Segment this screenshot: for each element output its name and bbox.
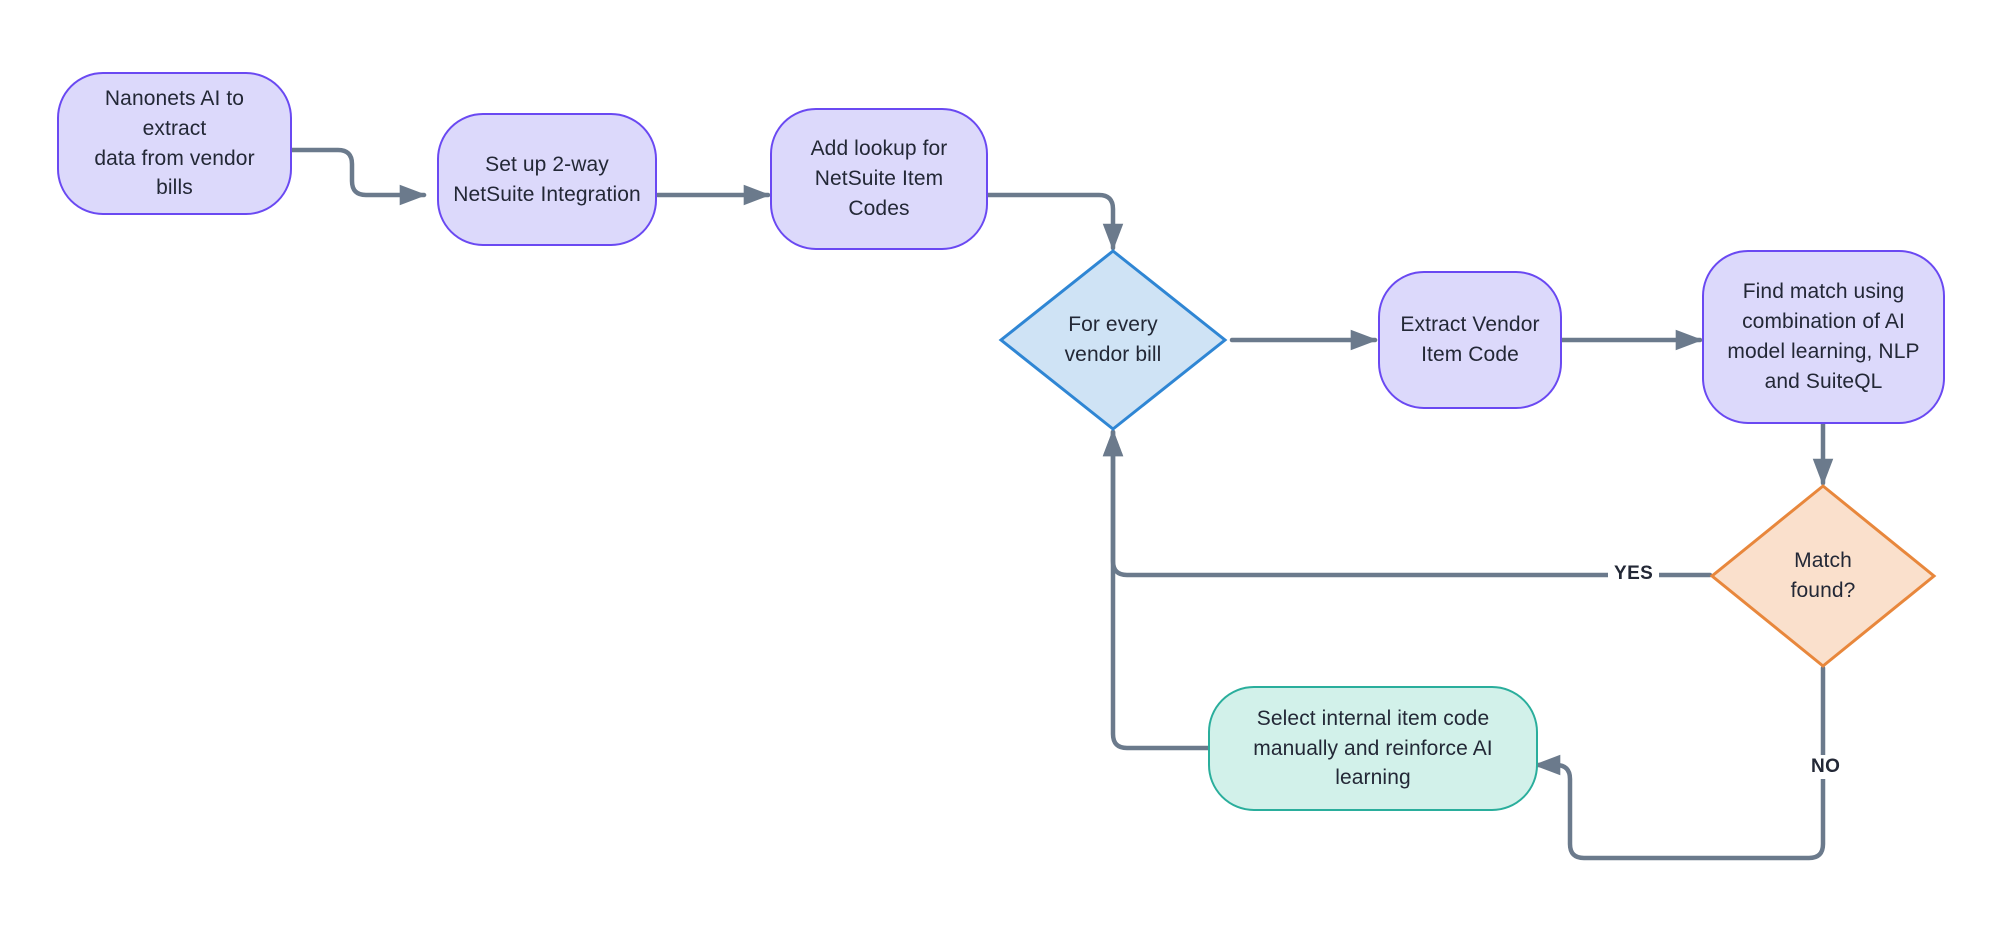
edge-label-yes: YES [1608,562,1660,586]
edge-decision-no-to-manual [1533,665,1826,861]
diamond-shape-blue [998,249,1228,431]
node-add-lookup[interactable]: Add lookup for NetSuite Item Codes [770,108,988,250]
node-add-lookup-label: Add lookup for NetSuite Item Codes [810,137,948,220]
node-for-every-vendor-bill[interactable]: For every vendor bill [998,248,1228,432]
node-find-match[interactable]: Find match using combination of AI model… [1702,250,1945,424]
edge-label-no: NO [1805,755,1847,779]
edge-start-to-integration [289,147,427,206]
node-match-found-decision[interactable]: Match found? [1709,483,1937,669]
edge-decision-yes-to-loop [1102,429,1713,578]
node-find-match-label: Find match using combination of AI model… [1727,280,1920,393]
node-extract-vendor-item-code-label: Extract Vendor Item Code [1400,313,1540,366]
diamond-shape-orange [1709,484,1937,668]
node-start[interactable]: Nanonets AI to extract data from vendor … [57,72,292,215]
node-select-internal-item-code[interactable]: Select internal item code manually and r… [1208,686,1538,811]
edge-manual-to-loop [1102,429,1213,751]
node-extract-vendor-item-code[interactable]: Extract Vendor Item Code [1378,271,1562,409]
node-match-found-decision-label: Match found? [1790,549,1856,602]
node-start-label: Nanonets AI to extract data from vendor … [94,86,255,200]
node-for-every-vendor-bill-label: For every vendor bill [1064,313,1162,366]
node-setup-integration-label: Set up 2-way NetSuite Integration [453,152,641,206]
node-setup-integration[interactable]: Set up 2-way NetSuite Integration [437,113,657,246]
node-select-internal-item-code-label: Select internal item code manually and r… [1253,706,1493,790]
edge-lookup-to-loop [985,192,1124,251]
